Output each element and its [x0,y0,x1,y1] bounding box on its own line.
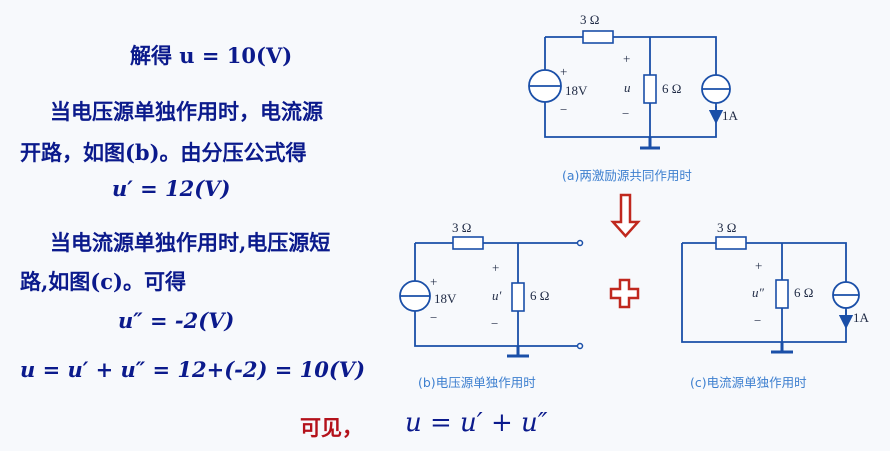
u-minus-b: − [491,316,498,331]
vs-minus-a: − [560,102,567,117]
label-6ohm-c: 6 Ω [794,285,813,300]
conclusion-prefix: 可见， [300,415,363,440]
vs-label-b: 18V [434,291,457,306]
vs-plus-b: + [430,274,437,289]
resistor-6ohm-a [643,74,657,104]
resistor-3ohm-a [582,30,614,44]
caption-b: (b)电压源单独作用时 [418,375,536,390]
resistor-3ohm-c [715,236,747,250]
voltage-source-text-2: 开路，如图(b)。由分压公式得 [20,140,307,165]
current-source-text-1: 当电流源单独作用时,电压源短 [50,230,331,255]
u-double-prime-label-c: u″ [752,285,765,300]
resistor-6ohm-b [511,282,525,312]
u-double-prime-value: u″ = -2(V) [118,308,235,333]
label-3ohm-b: 3 Ω [452,220,471,235]
superposition-sum: u = u′ + u″ = 12+(-2) = 10(V) [20,357,366,382]
u-minus-c: − [754,313,761,328]
current-source-text-2: 路,如图(c)。可得 [20,269,186,294]
u-prime-value: u′ = 12(V) [112,176,231,201]
vs-minus-b: − [430,310,437,325]
caption-c: (c)电流源单独作用时 [690,375,807,390]
u-plus-b: + [492,260,499,275]
plus-icon [609,278,640,309]
circuit-b: 3 Ω 6 Ω + 18V − + u′ − (b)电压源单独作用时 [399,220,584,390]
caption-a: (a)两激励源共同作用时 [562,168,692,183]
u-minus-a: − [622,106,629,121]
open-terminal-top-b [576,239,584,247]
resistor-6ohm-c [775,279,789,309]
resistor-3ohm-b [452,236,484,250]
circuit-a: 3 Ω 6 Ω + 18V − + u − 1A (a)两激励源共同作用时 [528,12,739,183]
cs-label-c: 1A [853,310,870,325]
u-plus-a: + [623,51,630,66]
u-plus-c: + [755,258,762,273]
label-3ohm-c: 3 Ω [717,220,736,235]
label-6ohm-b: 6 Ω [530,288,549,303]
conclusion-formula: u = u′ + u″ [405,408,548,438]
voltage-source-text-1: 当电压源单独作用时，电流源 [50,99,323,124]
cs-label-a: 1A [722,108,739,123]
circuit-c: 3 Ω 6 Ω 1A + u″ − (c)电流源单独作用时 [681,220,870,390]
label-3ohm-a: 3 Ω [580,12,599,27]
down-arrow-icon [610,193,641,238]
vs-label-a: 18V [565,83,588,98]
vs-plus-a: + [560,64,567,79]
u-prime-label-b: u′ [492,288,502,303]
label-6ohm-a: 6 Ω [662,81,681,96]
open-terminal-bottom-b [576,342,584,350]
solution-line: 解得 u = 10(V) [130,43,293,68]
u-label-a: u [624,80,631,95]
